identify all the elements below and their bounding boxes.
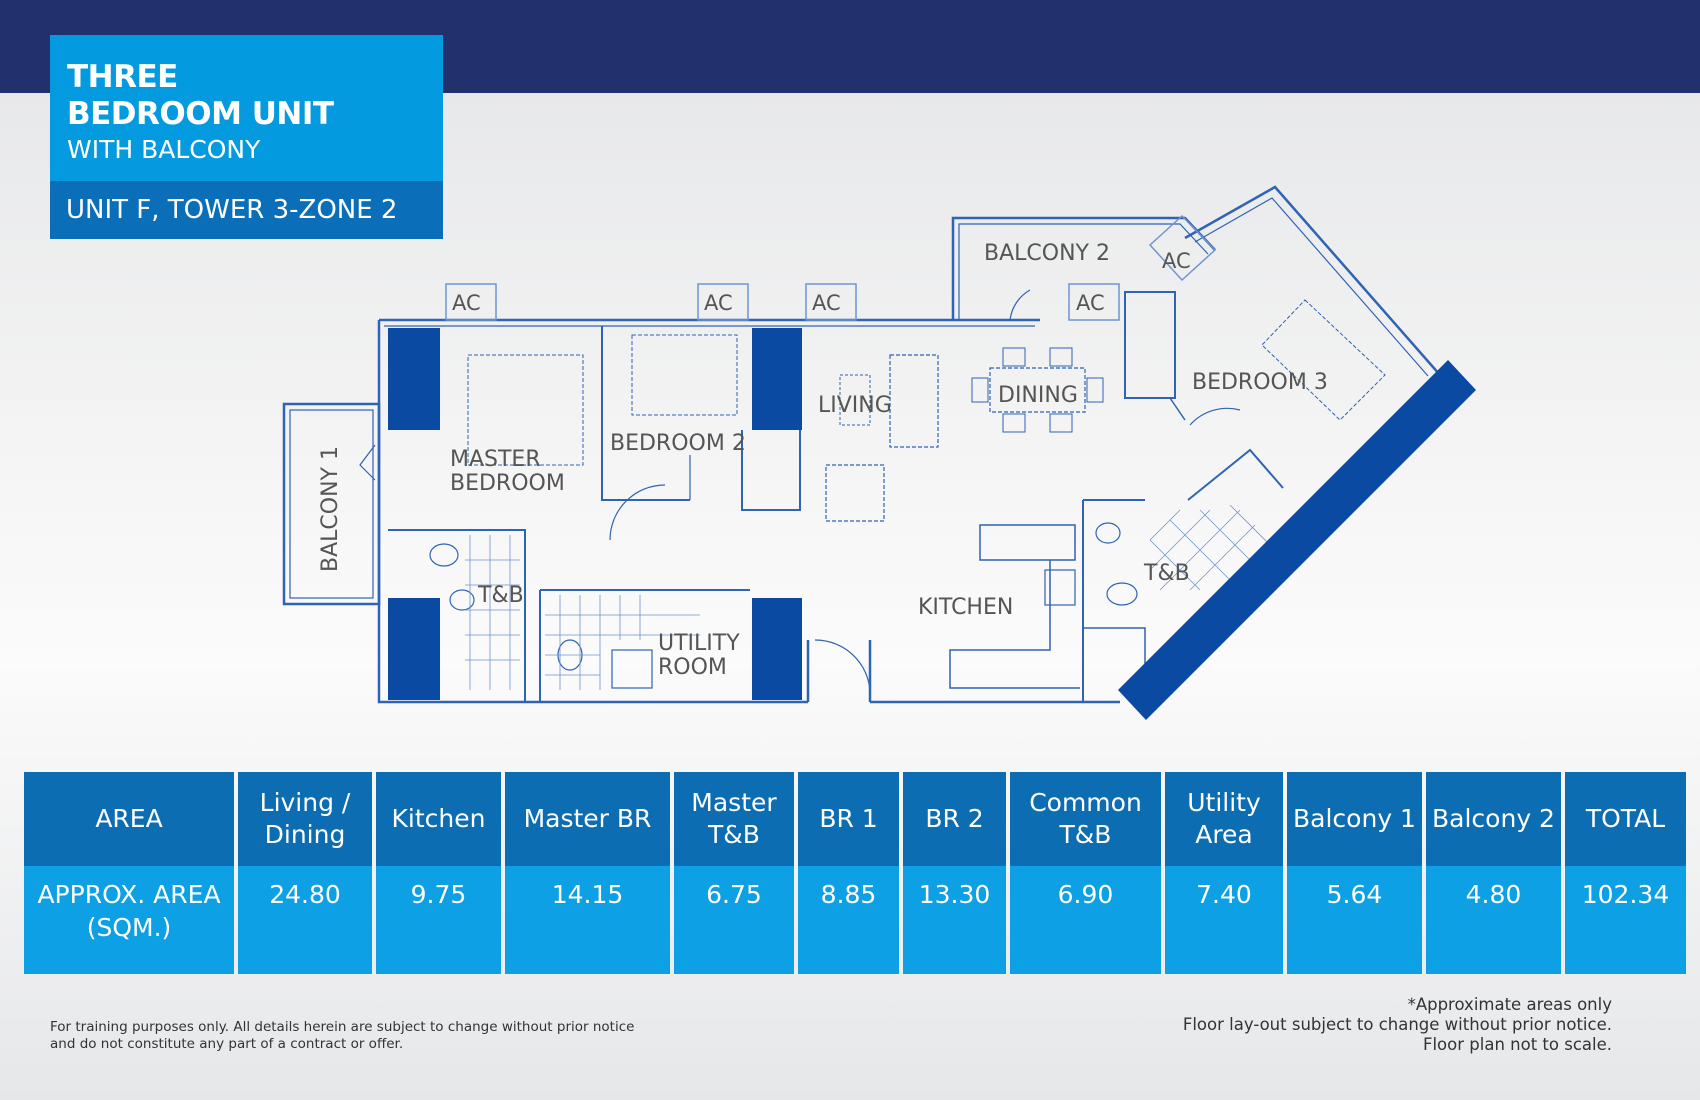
value-cell: 4.80 bbox=[1426, 866, 1561, 974]
area-table: AREA Living / Dining Kitchen Master BR M… bbox=[20, 772, 1690, 974]
header-cell: Common T&B bbox=[1010, 772, 1161, 866]
header-cell: Utility Area bbox=[1165, 772, 1283, 866]
table-header-row: AREA Living / Dining Kitchen Master BR M… bbox=[24, 772, 1686, 866]
header-cell: AREA bbox=[24, 772, 234, 866]
header-cell: Living / Dining bbox=[238, 772, 372, 866]
header-cell: Master T&B bbox=[674, 772, 794, 866]
bedroom-2-bed bbox=[631, 334, 738, 416]
label-utility-1: UTILITY bbox=[658, 631, 740, 656]
value-cell: 102.34 bbox=[1565, 866, 1686, 974]
ac-units bbox=[445, 214, 1217, 321]
title-box: THREE BEDROOM UNIT WITH BALCONY UNIT F, … bbox=[50, 35, 443, 239]
label-ac-3: AC bbox=[812, 291, 841, 315]
column-master-top bbox=[388, 328, 440, 430]
bathroom-tiles bbox=[465, 504, 1276, 690]
label-dining: DINING bbox=[998, 383, 1078, 408]
label-living: LIVING bbox=[818, 393, 892, 418]
row-label: APPROX. AREA (SQM.) bbox=[24, 866, 234, 974]
column-master-bottom bbox=[388, 598, 440, 700]
kitchen-island bbox=[979, 524, 1076, 561]
disclaimer-right: *Approximate areas only Floor lay-out su… bbox=[1183, 995, 1612, 1055]
floor-plan: AC AC AC AC AC BALCONY 1 BALCONY 2 MASTE… bbox=[282, 185, 1476, 720]
label-master-bedroom-1: MASTER bbox=[450, 447, 541, 472]
label-ac-4: AC bbox=[1076, 291, 1105, 315]
column-diagonal bbox=[1118, 360, 1476, 720]
disclaimer-line-2: and do not constitute any part of a cont… bbox=[50, 1036, 404, 1052]
value-cell: 13.30 bbox=[903, 866, 1006, 974]
note-line-2: Floor lay-out subject to change without … bbox=[1182, 1015, 1612, 1034]
note-line-1: *Approximate areas only bbox=[1407, 995, 1612, 1014]
disclaimer-left: For training purposes only. All details … bbox=[50, 1019, 634, 1053]
label-ac-5: AC bbox=[1162, 249, 1191, 273]
label-balcony-2: BALCONY 2 bbox=[984, 241, 1110, 266]
closet-bedroom-3 bbox=[1124, 291, 1176, 399]
value-cell: 7.40 bbox=[1165, 866, 1283, 974]
table-values-row: APPROX. AREA (SQM.) 24.80 9.75 14.15 6.7… bbox=[24, 866, 1686, 974]
label-utility-2: ROOM bbox=[658, 655, 727, 680]
label-tb-master: T&B bbox=[477, 583, 524, 608]
value-cell: 9.75 bbox=[376, 866, 501, 974]
bedroom-3-bed bbox=[1261, 299, 1386, 421]
unit-label: UNIT F, TOWER 3-ZONE 2 bbox=[50, 181, 443, 239]
label-master-bedroom-2: BEDROOM bbox=[450, 471, 565, 496]
header-cell: BR 1 bbox=[798, 772, 899, 866]
label-ac-1: AC bbox=[452, 291, 481, 315]
header-cell: Balcony 1 bbox=[1287, 772, 1422, 866]
bedroom-3-outer-wall bbox=[1184, 185, 1441, 376]
title-line-1: THREE bbox=[67, 59, 178, 95]
title-line-3: WITH BALCONY bbox=[67, 135, 261, 164]
value-cell: 14.15 bbox=[505, 866, 670, 974]
label-bedroom-2: BEDROOM 2 bbox=[610, 431, 746, 456]
note-line-3: Floor plan not to scale. bbox=[1422, 1035, 1612, 1054]
header-cell: BR 2 bbox=[903, 772, 1006, 866]
value-cell: 5.64 bbox=[1287, 866, 1422, 974]
label-balcony-1: BALCONY 1 bbox=[318, 446, 343, 572]
label-kitchen: KITCHEN bbox=[918, 595, 1013, 620]
disclaimer-line-1: For training purposes only. All details … bbox=[50, 1019, 635, 1035]
washer bbox=[611, 649, 653, 689]
label-tb-common: T&B bbox=[1143, 561, 1190, 586]
value-cell: 6.90 bbox=[1010, 866, 1161, 974]
value-cell: 24.80 bbox=[238, 866, 372, 974]
structural-columns bbox=[388, 328, 1476, 720]
label-bedroom-3: BEDROOM 3 bbox=[1192, 370, 1328, 395]
title-line-2: BEDROOM UNIT bbox=[67, 96, 334, 132]
label-ac-2: AC bbox=[704, 291, 733, 315]
dining-table bbox=[989, 367, 1086, 413]
living-sofa bbox=[889, 354, 939, 448]
header-cell: Balcony 2 bbox=[1426, 772, 1561, 866]
header-cell: TOTAL bbox=[1565, 772, 1686, 866]
value-cell: 8.85 bbox=[798, 866, 899, 974]
balcony-1-inner bbox=[289, 409, 374, 599]
header-cell: Kitchen bbox=[376, 772, 501, 866]
value-cell: 6.75 bbox=[674, 866, 794, 974]
column-utility bbox=[752, 598, 802, 700]
master-bed bbox=[467, 354, 584, 466]
header-cell: Master BR bbox=[505, 772, 670, 866]
column-bedroom2 bbox=[752, 328, 802, 430]
